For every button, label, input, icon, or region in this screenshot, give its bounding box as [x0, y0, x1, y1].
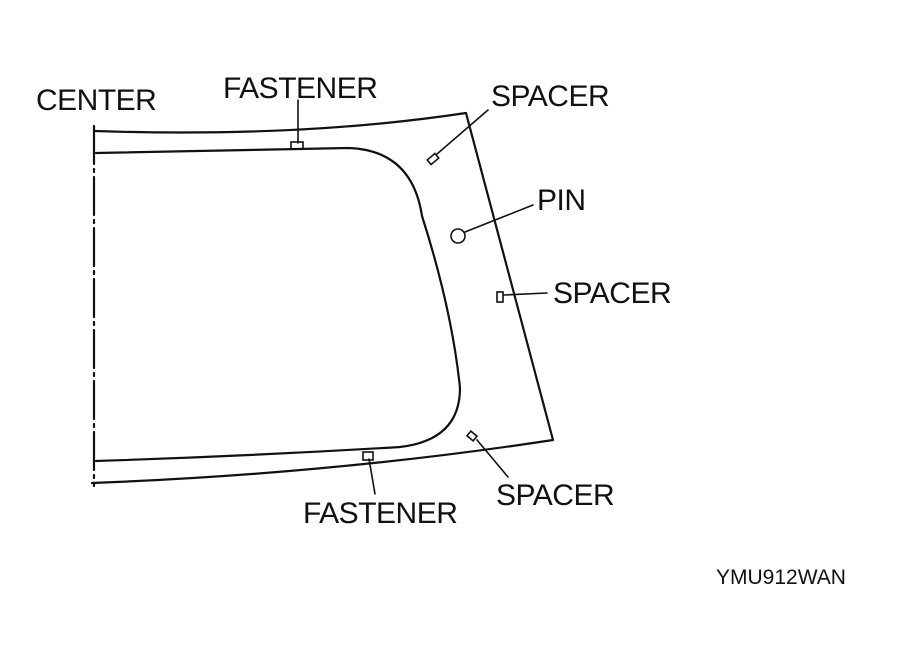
label-spacer-middle: SPACER — [553, 277, 671, 310]
pin-marker — [450, 228, 466, 244]
glass-inner-edge — [94, 146, 462, 463]
figure-code: YMU912WAN — [716, 566, 846, 589]
fastener-top-marker — [290, 141, 304, 150]
label-pin: PIN — [537, 184, 586, 217]
label-fastener-top: FASTENER — [223, 72, 377, 105]
glass-outer-edge — [90, 111, 555, 485]
spacer-middle-leader — [503, 292, 548, 296]
spacer-bottom-marker — [465, 430, 479, 442]
label-spacer-top: SPACER — [491, 80, 609, 113]
spacer-top-marker — [426, 152, 440, 166]
pin-leader — [464, 204, 534, 233]
fastener-bottom-marker — [362, 451, 374, 461]
spacer-middle-marker — [496, 291, 504, 303]
label-center: CENTER — [36, 84, 156, 117]
label-fastener-bottom: FASTENER — [303, 497, 457, 530]
fastener-bottom-leader — [368, 458, 376, 495]
spacer-top-leader — [436, 109, 489, 155]
spacer-bottom-leader — [476, 439, 509, 478]
label-spacer-bottom: SPACER — [496, 479, 614, 512]
